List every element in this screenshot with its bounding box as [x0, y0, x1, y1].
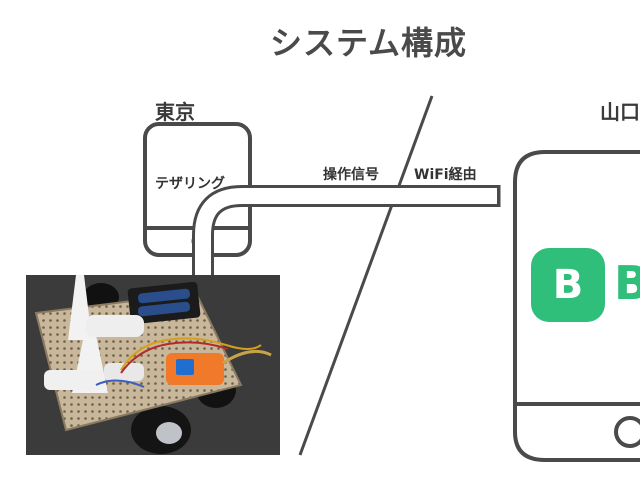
app-icon: B — [531, 248, 605, 322]
signal-label: 操作信号 — [323, 167, 379, 183]
tethering-label: テザリング — [155, 176, 225, 192]
robot-photo — [26, 275, 280, 455]
app-name-text: B — [614, 256, 640, 310]
yamaguchi-phone-home-button — [614, 416, 640, 448]
location-tokyo-label: 東京 — [155, 100, 195, 124]
wifi-label: WiFi経由 — [414, 167, 477, 183]
controller-module — [166, 353, 224, 385]
location-yamaguchi-label: 山口 — [600, 100, 640, 124]
diagram-title: システム構成 — [270, 24, 468, 62]
battery-holder — [127, 281, 201, 325]
location-divider-line — [298, 95, 434, 456]
robot-illustration — [26, 275, 280, 455]
